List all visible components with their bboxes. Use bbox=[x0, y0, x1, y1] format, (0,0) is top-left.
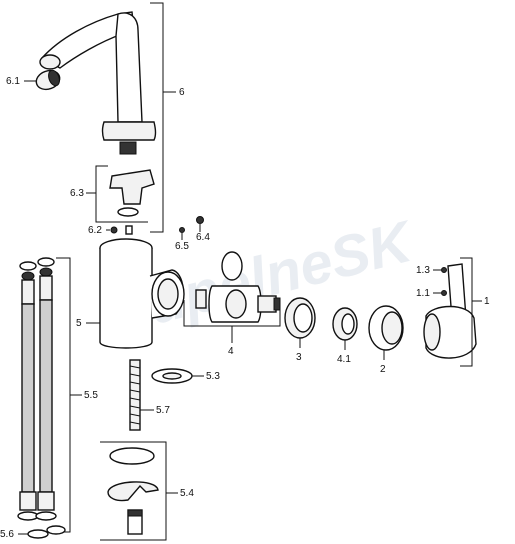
label-6-4: 6.4 bbox=[196, 232, 210, 243]
label-5-7: 5.7 bbox=[156, 405, 170, 416]
threaded-rod-part bbox=[129, 359, 141, 431]
adapter-part bbox=[332, 307, 358, 341]
cartridge-part bbox=[195, 285, 281, 323]
label-4-1: 4.1 bbox=[337, 354, 351, 365]
mounting-clip-part bbox=[109, 169, 155, 217]
nut-part bbox=[284, 297, 316, 339]
faucet-body-part bbox=[99, 238, 185, 349]
label-6-1: 6.1 bbox=[6, 76, 20, 87]
cover-ring-part bbox=[368, 305, 404, 351]
label-5-4: 5.4 bbox=[180, 488, 194, 499]
mounting-kit-part bbox=[107, 447, 159, 535]
label-3: 3 bbox=[296, 352, 302, 363]
label-4: 4 bbox=[228, 346, 234, 357]
label-1-1: 1.1 bbox=[416, 288, 430, 299]
label-6-3: 6.3 bbox=[70, 188, 84, 199]
label-6-2: 6.2 bbox=[88, 225, 102, 236]
label-1-3: 1.3 bbox=[416, 265, 430, 276]
label-2: 2 bbox=[380, 364, 386, 375]
label-1: 1 bbox=[484, 296, 490, 307]
flexible-hoses-part bbox=[17, 257, 66, 539]
label-5-3: 5.3 bbox=[206, 371, 220, 382]
label-5-5: 5.5 bbox=[84, 390, 98, 401]
aerator-part bbox=[35, 69, 61, 91]
spout-part bbox=[39, 11, 157, 155]
label-6-5: 6.5 bbox=[175, 241, 189, 252]
label-5: 5 bbox=[76, 318, 82, 329]
label-5-6: 5.6 bbox=[0, 529, 14, 540]
washer-part bbox=[151, 368, 193, 384]
lever-handle-part bbox=[423, 263, 477, 359]
label-6: 6 bbox=[179, 87, 185, 98]
o-ring-part bbox=[221, 251, 243, 281]
